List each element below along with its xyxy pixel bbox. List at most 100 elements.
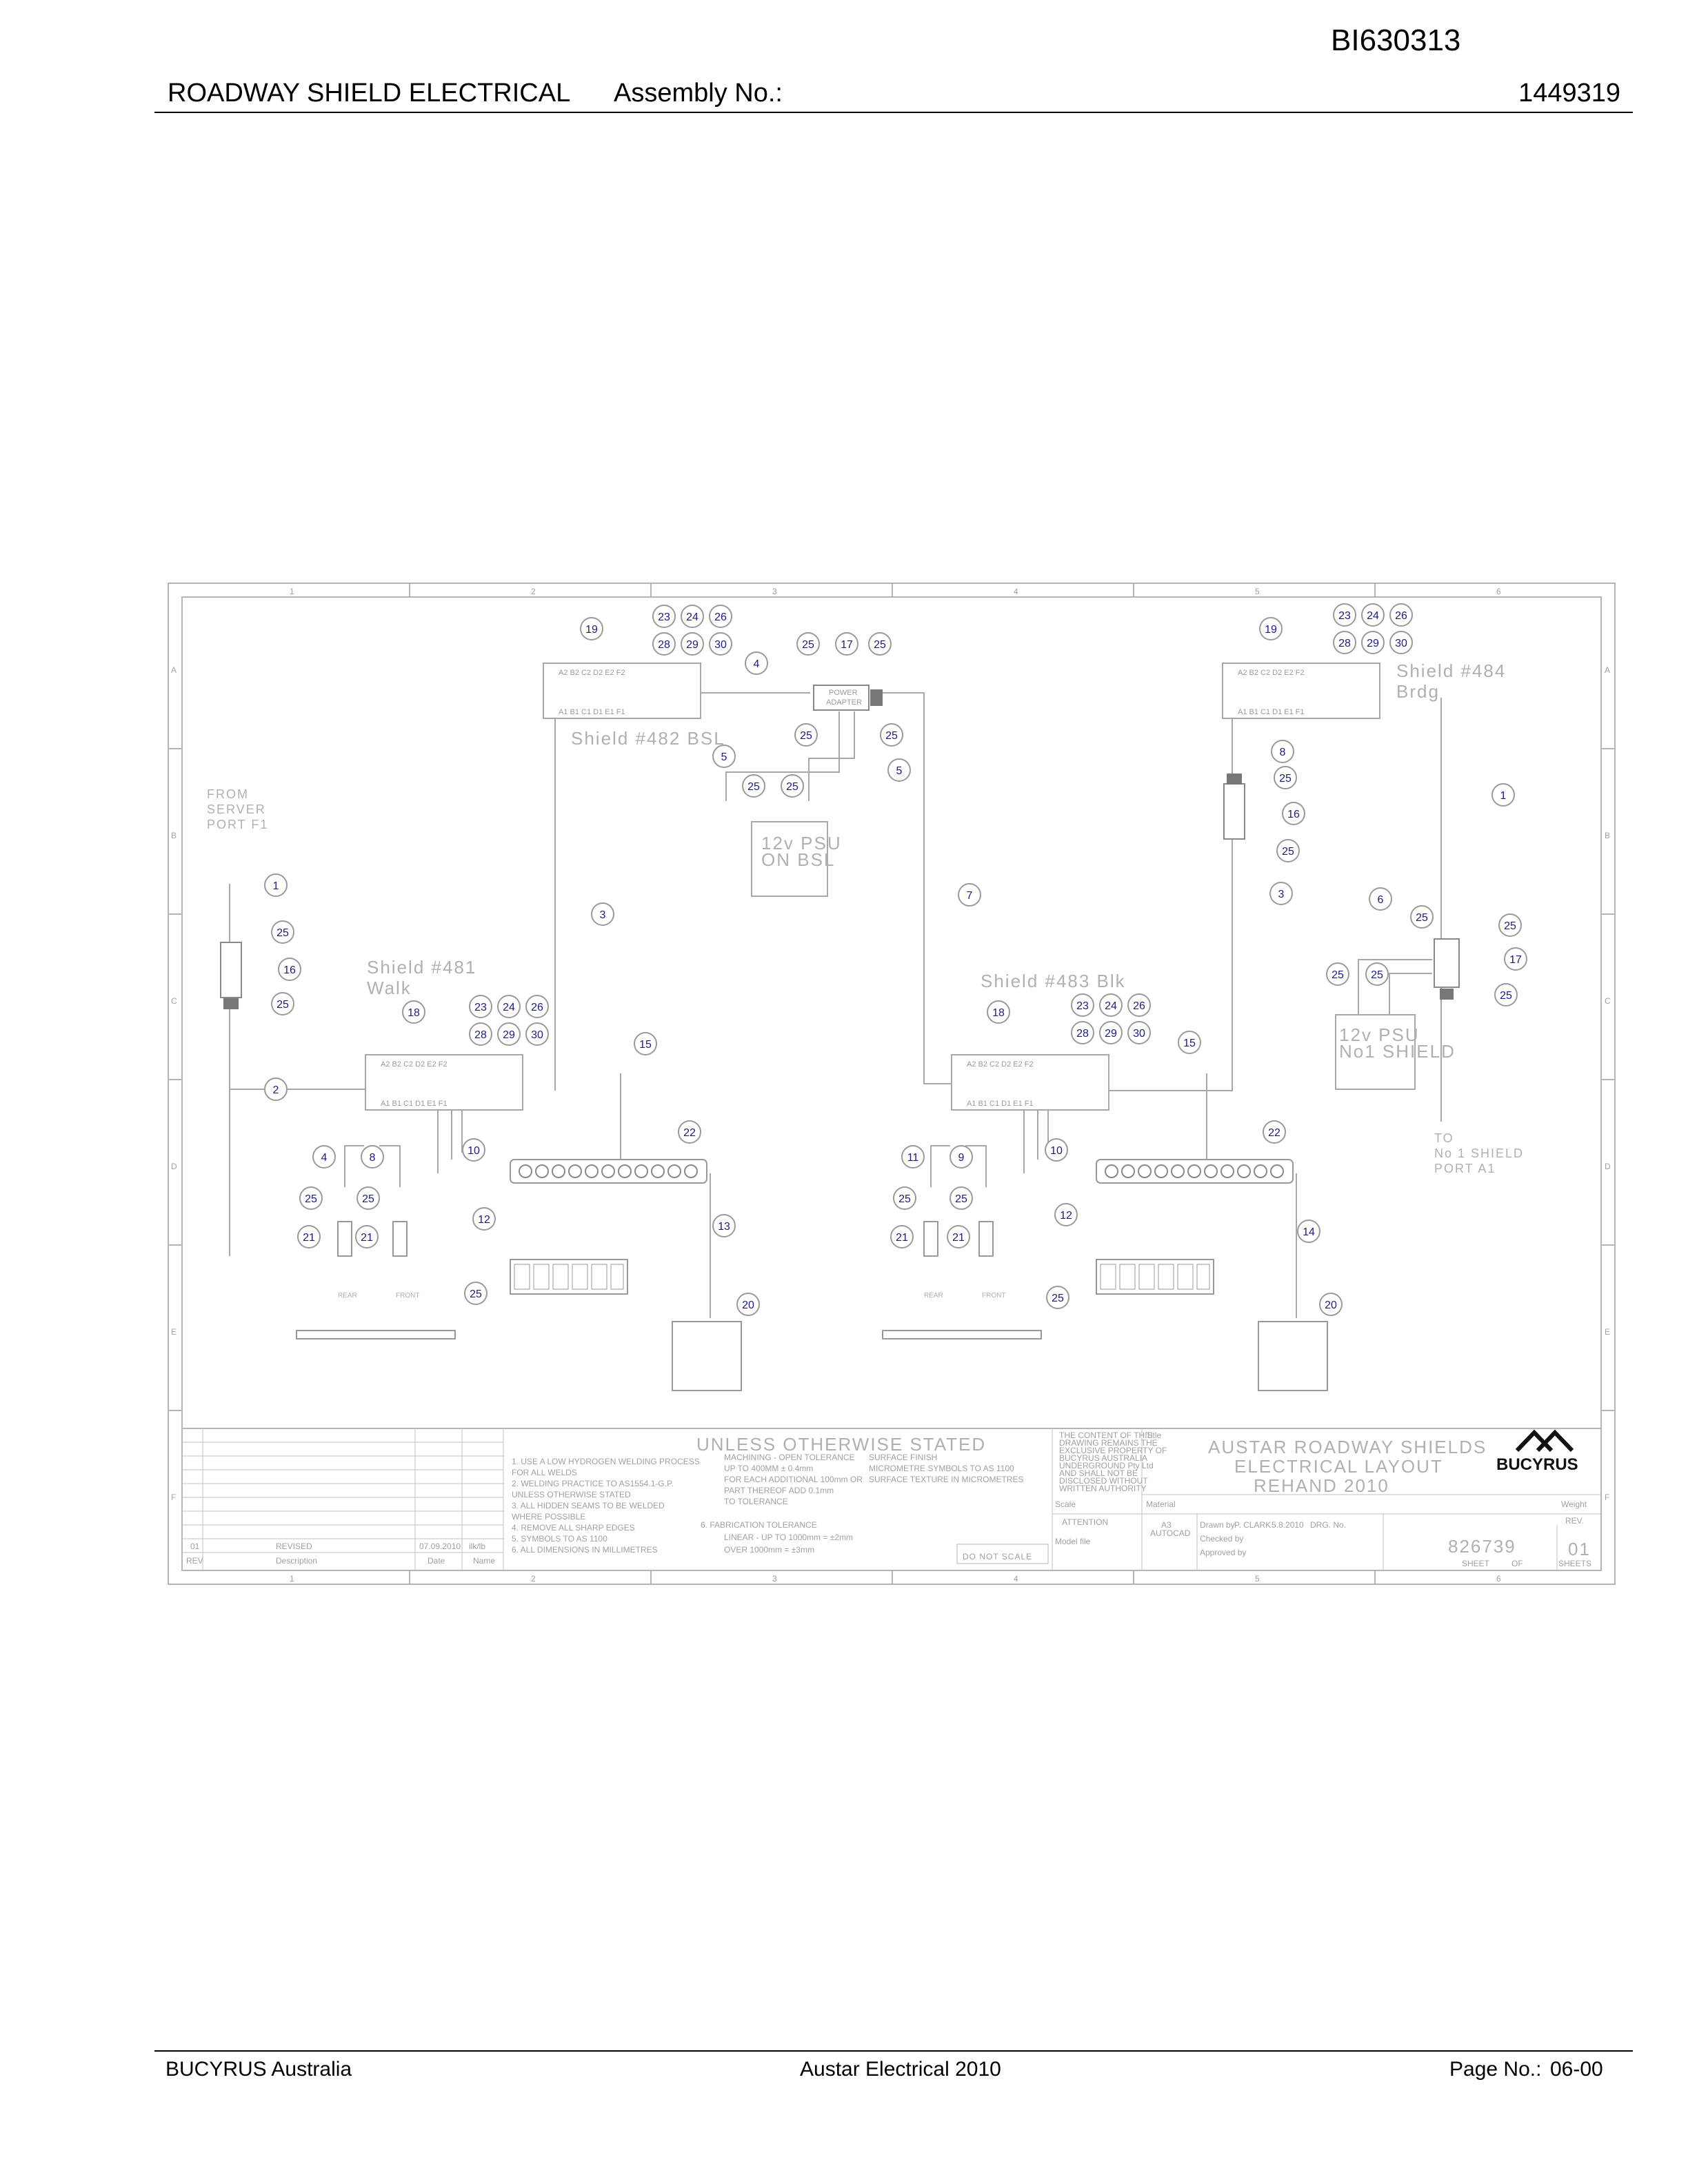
svg-text:4. REMOVE ALL SHARP EDGES: 4. REMOVE ALL SHARP EDGES — [512, 1523, 635, 1533]
item-number: 11 — [907, 1152, 919, 1164]
item-number: 1 — [273, 880, 279, 892]
item-balloon: 16 — [1282, 802, 1305, 825]
item-number: 25 — [1416, 912, 1428, 924]
svg-text:UNLESS OTHERWISE STATED: UNLESS OTHERWISE STATED — [696, 1434, 986, 1455]
item-balloon: 19 — [580, 617, 603, 640]
item-balloon: 29 — [681, 632, 704, 656]
light-bar-483 — [882, 1330, 1042, 1339]
svg-text:TO TOLERANCE: TO TOLERANCE — [724, 1497, 788, 1506]
item-number: 13 — [718, 1221, 730, 1233]
item-number: 25 — [885, 730, 898, 742]
item-number: 7 — [967, 890, 973, 902]
row-marker: C — [1605, 996, 1611, 1006]
junction-box-482: A2 B2 C2 D2 E2 F2 A1 B1 C1 D1 E1 F1 — [543, 663, 701, 719]
cable-3-right — [1105, 701, 1233, 1091]
row-marker: F — [171, 1493, 176, 1502]
svg-text:MACHINING - OPEN TOLERANCE: MACHINING - OPEN TOLERANCE — [724, 1453, 855, 1462]
svg-text:6. ALL DIMENSIONS IN MILLIMETR: 6. ALL DIMENSIONS IN MILLIMETRES — [512, 1545, 658, 1555]
item-number: 26 — [714, 611, 727, 623]
svg-text:SHEETS: SHEETS — [1558, 1559, 1591, 1568]
item-balloon: 29 — [497, 1022, 521, 1046]
item-balloon: 22 — [1263, 1120, 1286, 1144]
item-number: 8 — [370, 1152, 376, 1164]
cable-6-right — [1358, 959, 1432, 1015]
item-balloon: 18 — [987, 1000, 1010, 1024]
item-number: 25 — [898, 1193, 911, 1205]
item-balloon: 1 — [264, 873, 288, 897]
item-balloon: 26 — [709, 605, 732, 628]
svg-text:No1 SHIELD: No1 SHIELD — [1339, 1041, 1456, 1062]
item-balloon: 21 — [355, 1225, 379, 1248]
item-number: 12 — [1060, 1210, 1072, 1222]
item-balloon: 15 — [1178, 1031, 1201, 1054]
item-number: 26 — [1133, 1000, 1145, 1012]
item-balloon: 25 — [1326, 962, 1349, 986]
item-balloon: 20 — [1319, 1293, 1343, 1316]
item-balloon: 25 — [299, 1186, 323, 1210]
svg-text:DRAWING REMAINS THE: DRAWING REMAINS THE — [1059, 1438, 1158, 1448]
item-number: 25 — [800, 730, 812, 742]
item-number: 2 — [273, 1084, 279, 1096]
svg-text:Scale: Scale — [1055, 1499, 1076, 1509]
row-marker: D — [1605, 1162, 1611, 1171]
electrical-layout-drawing: 1 2 3 4 5 6 1 2 3 4 5 6 A B C D E F A B … — [168, 583, 1616, 1585]
item-number: 6 — [1378, 894, 1384, 906]
item-number: 23 — [1076, 1000, 1089, 1012]
col-marker: 4 — [1014, 587, 1018, 596]
svg-text:2. WELDING PRACTICE TO AS1554.: 2. WELDING PRACTICE TO AS1554.1-G.P. — [512, 1479, 674, 1488]
svg-text:Date: Date — [428, 1556, 445, 1566]
power-adapter-top: POWER ADAPTER — [813, 685, 883, 711]
svg-text:MICROMETRE SYMBOLS TO AS 1100: MICROMETRE SYMBOLS TO AS 1100 — [869, 1464, 1014, 1473]
row-marker: B — [171, 831, 177, 840]
item-number: 30 — [531, 1029, 543, 1041]
item-number: 4 — [754, 658, 760, 670]
svg-text:Description: Description — [276, 1556, 317, 1566]
item-balloon: 25 — [1494, 983, 1518, 1007]
item-balloon: 23 — [652, 605, 676, 628]
item-balloon: 23 — [469, 995, 492, 1018]
item-number: 25 — [747, 781, 760, 793]
item-balloon: 25 — [1046, 1286, 1069, 1309]
item-number: 25 — [1504, 920, 1516, 932]
item-balloon: 24 — [681, 605, 704, 628]
item-balloon: 25 — [1498, 913, 1522, 937]
item-number: 17 — [1509, 954, 1522, 966]
svg-text:826739: 826739 — [1448, 1536, 1516, 1557]
item-balloon: 28 — [469, 1022, 492, 1046]
item-number: 24 — [686, 611, 699, 623]
svg-text:ADAPTER: ADAPTER — [826, 698, 862, 707]
item-number: 3 — [1278, 889, 1285, 900]
row-marker: E — [1605, 1327, 1610, 1337]
item-balloon: 30 — [525, 1022, 549, 1046]
label-shield-482: Shield #482 BSL — [571, 728, 725, 749]
item-number: 1 — [1500, 790, 1507, 802]
col-marker: 4 — [1014, 1574, 1018, 1584]
isolation-adapter-484 — [1223, 774, 1245, 840]
svg-text:A1 B1 C1 D1 E1 F1: A1 B1 C1 D1 E1 F1 — [967, 1100, 1034, 1108]
item-balloon: 10 — [462, 1138, 485, 1162]
item-number: 28 — [1076, 1028, 1089, 1040]
item-number: 24 — [1105, 1000, 1117, 1012]
item-number: 25 — [1279, 773, 1292, 785]
item-number: 30 — [1395, 638, 1407, 649]
item-number: 30 — [714, 639, 727, 651]
svg-text:DO NOT SCALE: DO NOT SCALE — [963, 1552, 1032, 1561]
svg-text:REV: REV — [186, 1556, 203, 1566]
psu-bsl: 12v PSU ON BSL — [751, 821, 841, 897]
item-number: 28 — [1338, 638, 1351, 649]
svg-text:DRG. No.: DRG. No. — [1310, 1520, 1346, 1530]
svg-text:Material: Material — [1146, 1499, 1176, 1509]
svg-text:WRITTEN AUTHORITY: WRITTEN AUTHORITY — [1059, 1484, 1147, 1493]
item-balloon: 25 — [880, 723, 903, 747]
item-number: 28 — [658, 639, 670, 651]
item-balloon: 21 — [890, 1225, 914, 1248]
document-code: BI630313 — [1331, 23, 1461, 57]
svg-text:5. SYMBOLS TO AS 1100: 5. SYMBOLS TO AS 1100 — [512, 1534, 607, 1544]
svg-text:AUTOCAD: AUTOCAD — [1150, 1528, 1191, 1538]
terminal-block-481 — [510, 1259, 628, 1295]
svg-text:12v PSU: 12v PSU — [1339, 1024, 1420, 1045]
item-number: 25 — [362, 1193, 374, 1205]
item-balloon: 14 — [1297, 1220, 1320, 1243]
item-number: 23 — [474, 1002, 487, 1013]
label-from-server: SERVER — [207, 802, 266, 816]
